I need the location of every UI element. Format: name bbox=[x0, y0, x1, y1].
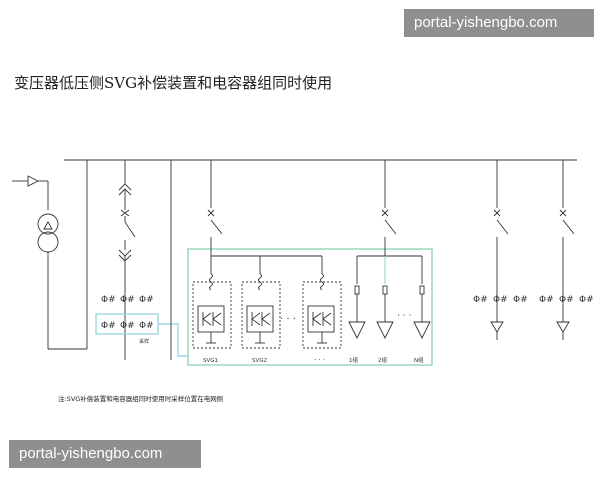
outgoing-feeder-1-ct: Φ# Φ# Φ# bbox=[473, 295, 528, 305]
outgoing-feeder-2-ct: Φ# Φ# Φ# bbox=[539, 295, 594, 305]
capn-label: N组 bbox=[414, 356, 424, 364]
watermark-top: portal-yishengbo.com bbox=[404, 9, 594, 37]
svg-module-ellipsis: · · · bbox=[280, 314, 296, 325]
svg-text:Φ#: Φ# bbox=[120, 295, 135, 305]
diagram-note: 注:SVG补偿装置和电容器组同时使用时采样位置在电网侧 bbox=[58, 395, 224, 403]
svg-text:Φ#: Φ# bbox=[493, 295, 508, 305]
sampling-signal-line bbox=[158, 323, 188, 357]
svg-text:Φ#: Φ# bbox=[579, 295, 594, 305]
svg-text:Φ#: Φ# bbox=[473, 295, 488, 305]
svg-branch-feeder bbox=[207, 160, 322, 257]
incomer-feeder bbox=[118, 160, 136, 360]
cap1-label: 1组 bbox=[349, 356, 358, 364]
capacitor-bank-2 bbox=[376, 256, 394, 340]
svg2-label: SVG2 bbox=[252, 358, 267, 364]
svg-text:Φ#: Φ# bbox=[513, 295, 528, 305]
watermark-bottom: portal-yishengbo.com bbox=[9, 440, 201, 468]
capacitor-bank-feeder bbox=[357, 160, 422, 257]
svg-text:Φ#: Φ# bbox=[139, 321, 154, 331]
svgn-label: · · · bbox=[314, 356, 325, 364]
compensation-enclosure bbox=[187, 248, 433, 366]
sampling-ct-label: 采样 bbox=[139, 338, 149, 345]
transformer-winding-primary bbox=[37, 213, 59, 235]
transformer-incoming bbox=[12, 160, 88, 350]
capacitor-ellipsis: · · · bbox=[397, 311, 411, 321]
svg-text:Φ#: Φ# bbox=[139, 295, 154, 305]
svg-text:Φ#: Φ# bbox=[120, 321, 135, 331]
svg-text:Φ#: Φ# bbox=[559, 295, 574, 305]
svg-module-n bbox=[302, 256, 342, 349]
incomer-ct-group: Φ# Φ# Φ# Φ# Φ# Φ# bbox=[101, 295, 154, 331]
capacitor-bank-n bbox=[413, 256, 431, 340]
diagram-title: 变压器低压侧SVG补偿装置和电容器组同时使用 bbox=[14, 74, 333, 92]
svg-text:Φ#: Φ# bbox=[539, 295, 554, 305]
transformer-winding-secondary bbox=[37, 231, 59, 253]
cap2-label: 2组 bbox=[378, 356, 387, 364]
capacitor-bank-1 bbox=[348, 256, 366, 340]
outgoing-feeder-1 bbox=[490, 160, 509, 340]
svg1-label: SVG1 bbox=[203, 358, 218, 364]
svg-text:Φ#: Φ# bbox=[101, 295, 116, 305]
svg-text:Φ#: Φ# bbox=[101, 321, 116, 331]
outgoing-feeder-2 bbox=[556, 160, 575, 340]
